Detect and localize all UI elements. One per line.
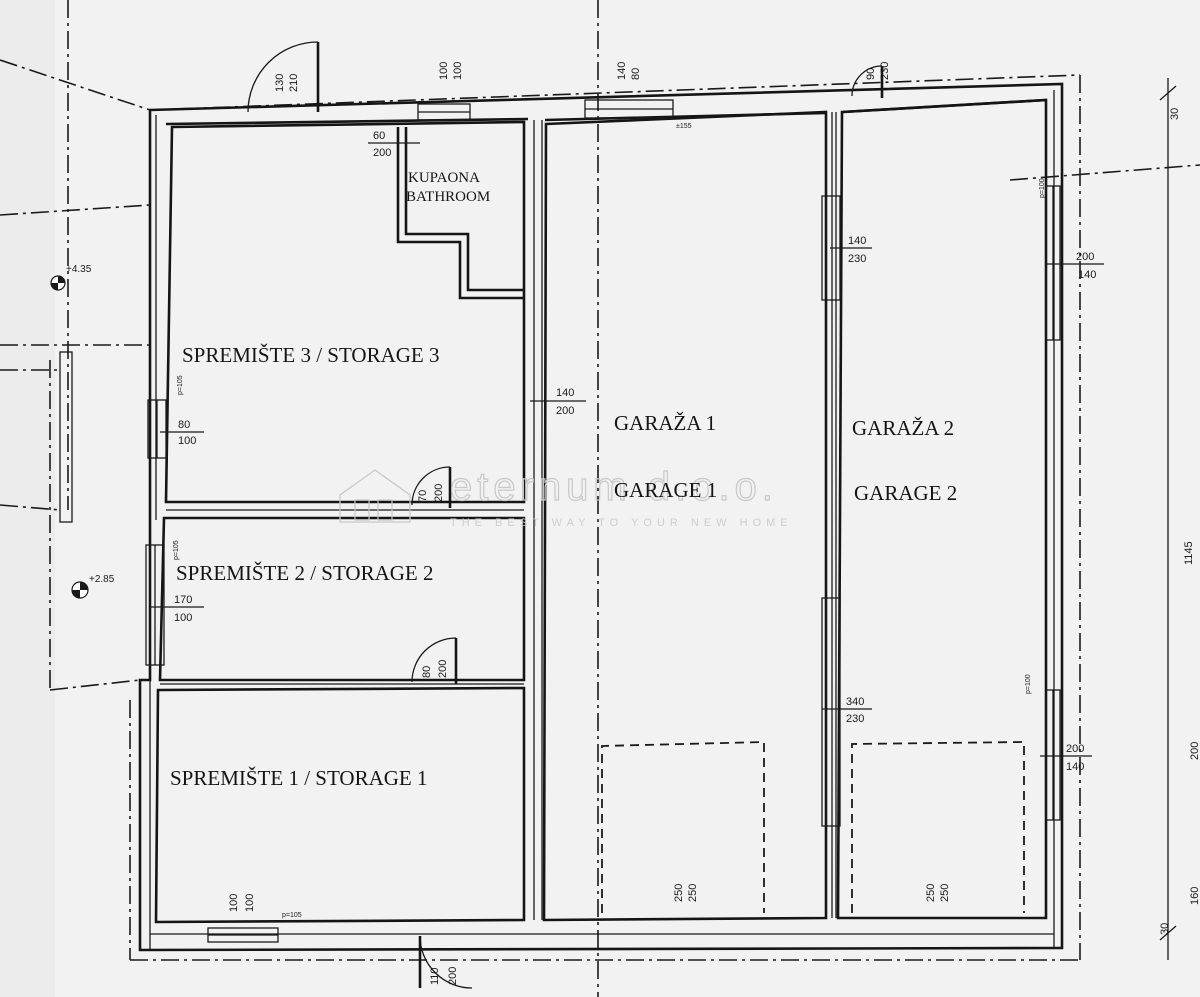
label-storage-3: SPREMIŠTE 3 / STORAGE 3 [182,343,440,367]
label-storage-1: SPREMIŠTE 1 / STORAGE 1 [170,766,428,790]
dim-top-edge: 30 [1169,108,1181,120]
dim-door-s3-2: 200 [433,484,445,502]
dim-edge-right-a: 200 [1189,742,1200,760]
label-kupaona: KUPAONA [408,170,480,186]
dim-floor-g1-2: 250 [687,884,699,902]
wall-thickness-lines [149,90,1055,950]
label-bathroom: BATHROOM [406,189,490,205]
label-garage-1: GARAGE 1 [614,478,717,502]
garage-2-walls [836,98,1048,920]
dim-bath-win-1: 60 [373,130,385,142]
dim-win-top-b-1: 140 [616,62,628,80]
dim-far-right-b-1: 200 [1066,743,1084,755]
dim-win-top-b-2: 80 [630,68,642,80]
parking-outlines [601,741,1025,913]
dimension-labels: 130 210 100 100 140 80 90 230 70 200 80 … [173,62,1200,985]
dim-edge-right-b: 160 [1189,887,1200,905]
label-garage-2: GARAGE 2 [854,481,957,505]
dim-opening-mid-1: 140 [556,387,574,399]
dim-door-top-b-1: 90 [865,68,877,80]
overall-dimension [1159,78,1177,960]
dim-door-bottom-2: 200 [447,967,459,985]
watermark-title: eternum d.o.o. [450,465,778,509]
dim-win-left-2-2: 100 [174,612,192,624]
dim-parapet-1: p=105 [177,375,184,395]
door-top-left [247,41,320,113]
dim-floor-g2-1: 250 [925,884,937,902]
room-labels: KUPAONA BATHROOM SPREMIŠTE 3 / STORAGE 3… [170,170,957,790]
dim-door-s2-2: 200 [437,660,449,678]
level-upper: +4.35 [66,264,92,275]
dim-door-s3-1: 70 [417,490,429,502]
dim-small-top: ±155 [676,123,692,130]
door-top-right [851,65,884,98]
level-lower: +2.85 [89,574,115,585]
level-marker-upper [50,275,66,291]
dim-win-top-a-1: 100 [438,62,450,80]
dim-floor-g2-2: 250 [939,884,951,902]
garage-1-walls [542,110,828,922]
watermark-subtitle: THE BEST WAY TO YOUR NEW HOME [450,517,793,529]
dim-door-bottom-1: 110 [429,967,441,985]
level-marker-lower [71,581,89,599]
dim-parapet-5: p=100 [1025,674,1032,694]
storage-2-walls [158,516,526,682]
dim-overall-height: 1145 [1183,541,1195,565]
dim-win-left-2-1: 170 [174,594,192,606]
dim-parapet-3: p=105 [282,912,302,919]
dim-win-left-3-1: 80 [178,419,190,431]
dim-win-right-upper-1: 140 [848,235,866,247]
dim-opening-mid-2: 200 [556,405,574,417]
dim-parapet-4: p=100 [1039,178,1046,198]
dim-far-right-b-2: 140 [1066,761,1084,773]
dim-far-right-a-2: 140 [1078,269,1096,281]
dim-win-right-mid-2: 230 [846,713,864,725]
door-storage-1-bottom [418,935,473,989]
dim-door-top-a-1: 130 [274,74,286,92]
watermark: eternum d.o.o. THE BEST WAY TO YOUR NEW … [339,464,793,529]
storage-3-walls [164,120,526,504]
dim-bottom-edge: 30 [1159,923,1171,935]
dimension-fractions: 60 200 140 200 80 100 170 100 140 230 34… [150,123,1104,919]
dim-door-top-b-2: 230 [879,62,891,80]
dim-floor-g1-1: 250 [673,884,685,902]
door-storage-3 [411,466,452,508]
label-storage-2: SPREMIŠTE 2 / STORAGE 2 [176,561,434,585]
windows [59,99,1061,943]
dim-door-s2-1: 80 [421,666,433,678]
dim-win-right-mid-1: 340 [846,696,864,708]
dim-win-bottom-2: 100 [244,894,256,912]
label-garaza-2: GARAŽA 2 [852,416,954,440]
dim-win-top-a-2: 100 [452,62,464,80]
dim-far-right-a-1: 200 [1076,251,1094,263]
door-storage-2 [411,637,458,684]
dim-bath-win-2: 200 [373,147,391,159]
dim-win-bottom-1: 100 [228,894,240,912]
dim-win-left-3-2: 100 [178,435,196,447]
dim-parapet-2: p=105 [173,540,180,560]
dim-door-top-a-2: 210 [288,74,300,92]
storage-1-walls [154,686,526,924]
label-garaza-1: GARAŽA 1 [614,411,716,435]
dim-win-right-upper-2: 230 [848,253,866,265]
